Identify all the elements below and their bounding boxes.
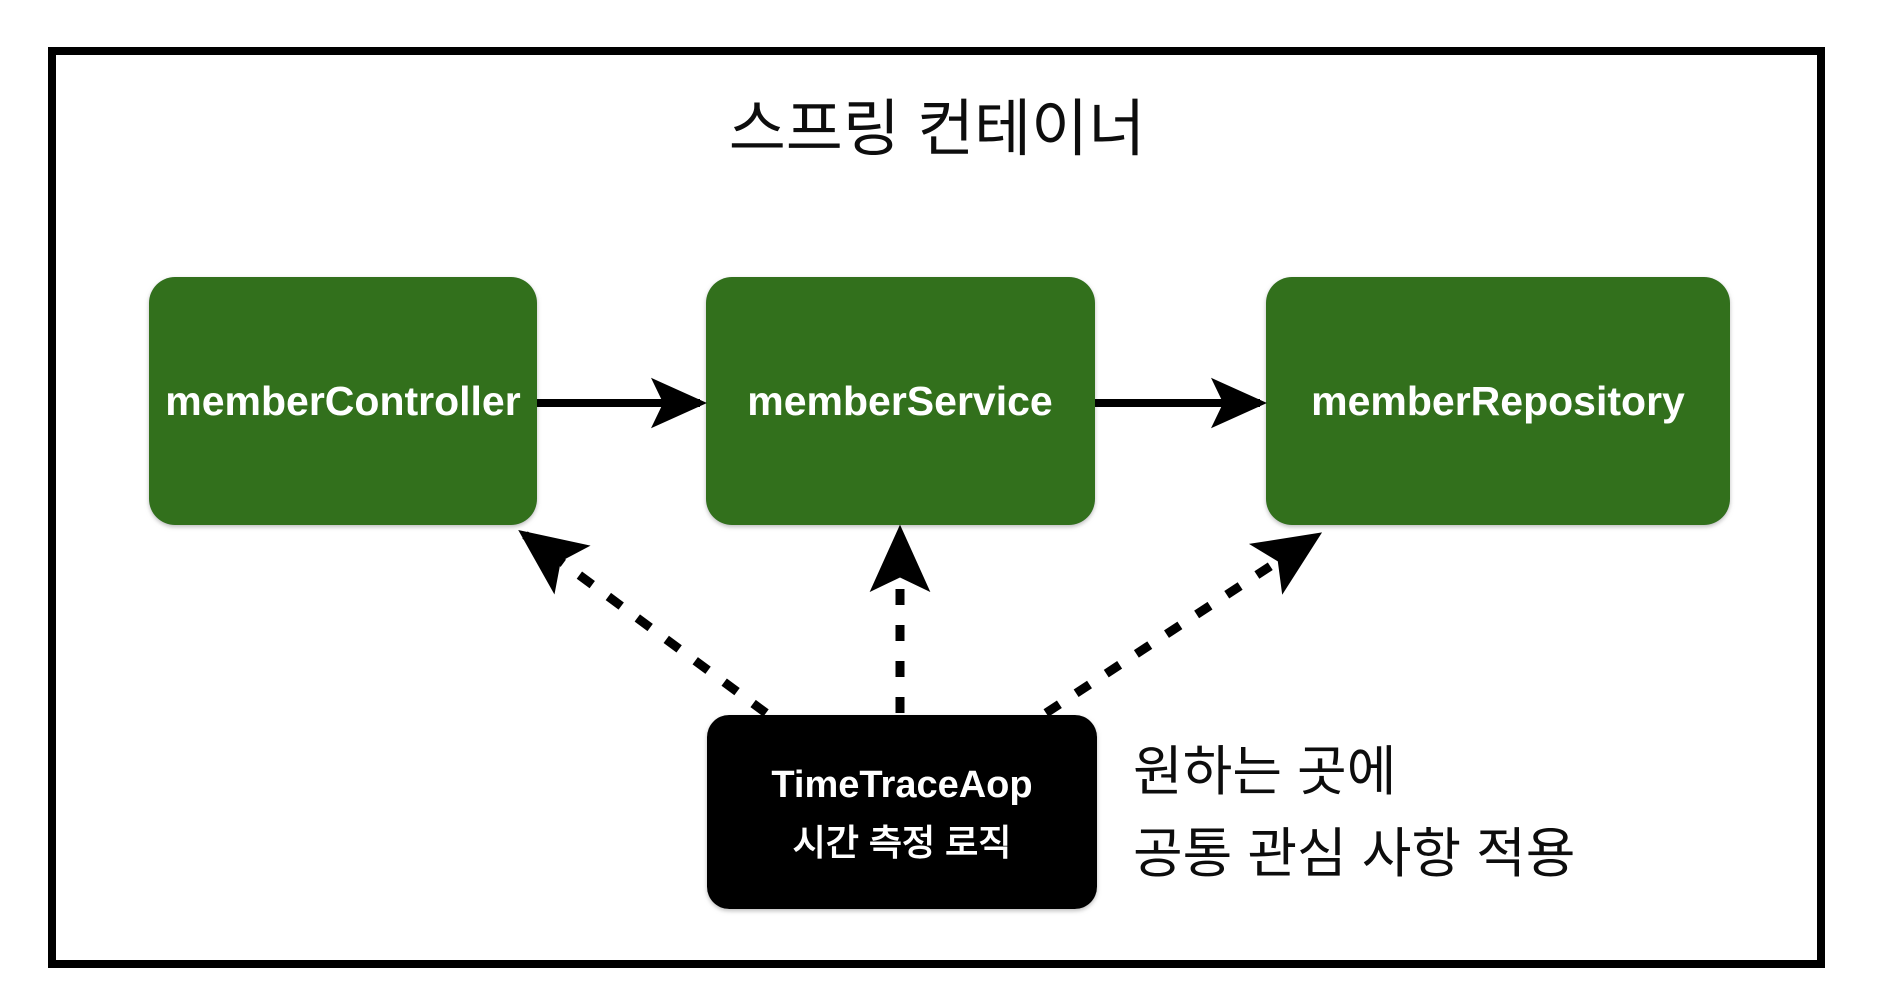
caption-line-2: 공통 관심 사항 적용: [1133, 824, 1575, 884]
caption-line-1: 원하는 곳에: [1133, 742, 1396, 802]
bean-box[interactable]: [149, 277, 537, 525]
bean-box[interactable]: [1266, 277, 1730, 525]
bean-memberController[interactable]: memberController: [149, 277, 537, 525]
bean-box[interactable]: [706, 277, 1095, 525]
bean-memberService[interactable]: memberService: [706, 277, 1095, 525]
container-title: 스프링 컨테이너: [729, 95, 1146, 164]
dashed-arrow-to-memberController: [518, 529, 769, 717]
bean-label: memberService: [747, 378, 1052, 424]
dashed-arrow-to-memberRepository: [1043, 532, 1323, 717]
bean-label: memberController: [165, 378, 520, 424]
aspect-timetraceaop[interactable]: TimeTraceAop 시간 측정 로직: [707, 715, 1097, 909]
bean-memberRepository[interactable]: memberRepository: [1266, 277, 1730, 525]
aspect-description: 시간 측정 로직: [793, 822, 1012, 863]
aspect-name: TimeTraceAop: [771, 764, 1032, 806]
aspect-box[interactable]: [707, 715, 1097, 909]
bean-label: memberRepository: [1311, 378, 1685, 424]
